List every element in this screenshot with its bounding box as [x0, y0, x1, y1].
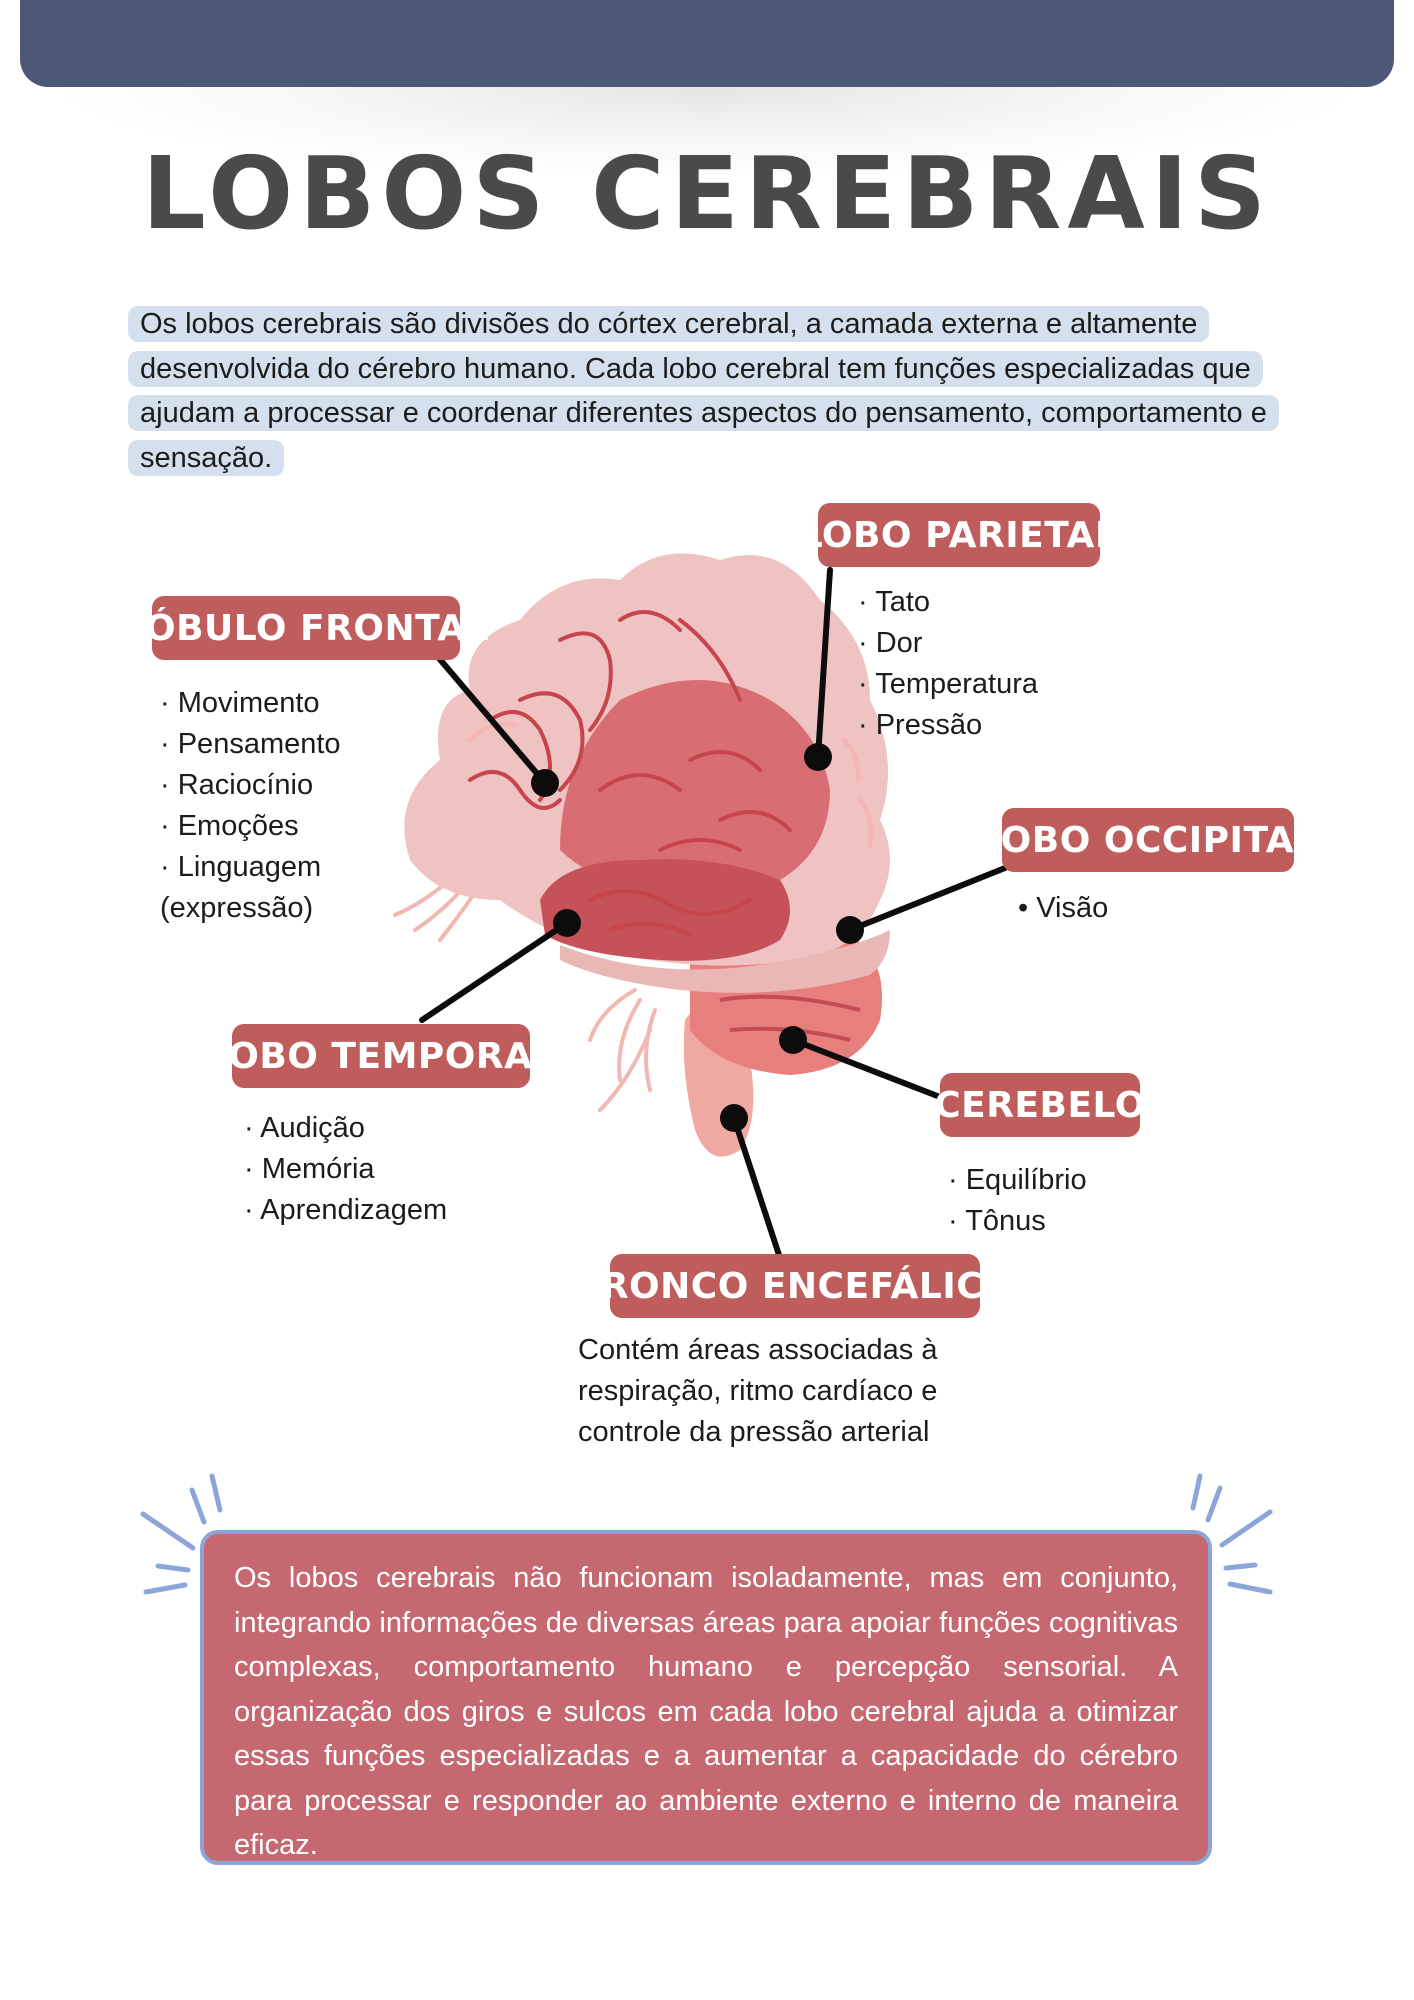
temporal-functions-list: Audição Memória Aprendizagem: [244, 1108, 504, 1231]
cerebelo-functions-list: Equilíbrio Tônus: [948, 1160, 1168, 1242]
tronco-marker: [720, 1104, 748, 1132]
cerebelo-marker: [779, 1026, 807, 1054]
list-item: Tato: [858, 582, 1118, 623]
list-item: Visão: [1018, 888, 1238, 929]
frontal-functions-list: Movimento Pensamento Raciocínio Emoções …: [160, 683, 390, 929]
tronco-description: Contém áreas associadas à respiração, ri…: [578, 1334, 938, 1448]
list-item: Linguagem (expressão): [160, 847, 390, 929]
list-item: Aprendizagem: [244, 1190, 504, 1231]
brain-illustration: [393, 553, 1008, 1261]
list-item: Pensamento: [160, 724, 390, 765]
list-item: Movimento: [160, 683, 390, 724]
list-item: Emoções: [160, 806, 390, 847]
list-item: Memória: [244, 1149, 504, 1190]
list-item: Raciocínio: [160, 765, 390, 806]
frontal-marker: [531, 769, 559, 797]
parietal-functions-list: Tato Dor Temperatura Pressão: [858, 582, 1118, 746]
label-lobo-parietal: LOBO PARIETAL: [800, 503, 1118, 567]
occipital-functions-list: Visão: [1018, 888, 1238, 929]
list-item: Equilíbrio: [948, 1160, 1168, 1201]
summary-text: Os lobos cerebrais não funcionam isolada…: [234, 1562, 1178, 1861]
label-lobo-temporal: LOBO TEMPORAL: [206, 1024, 555, 1088]
label-lobulo-frontal: LÓBULO FRONTAL: [123, 596, 489, 660]
list-item: Dor: [858, 623, 1118, 664]
list-item: Audição: [244, 1108, 504, 1149]
list-item: Tônus: [948, 1201, 1168, 1242]
temporal-shape: [540, 859, 790, 961]
summary-box: Os lobos cerebrais não funcionam isolada…: [200, 1530, 1212, 1865]
parietal-marker: [804, 743, 832, 771]
label-tronco-encefalico: TRONCO ENCEFÁLICO: [576, 1254, 1014, 1318]
occipital-marker: [836, 916, 864, 944]
label-cerebelo: CEREBELO: [934, 1073, 1145, 1137]
intro-paragraph: Os lobos cerebrais são divisões do córte…: [128, 302, 1286, 480]
page-title: LOBOS CEREBRAIS: [141, 135, 1273, 252]
list-item: Temperatura: [858, 664, 1118, 705]
label-lobo-occipital: LOBO OCCIPITAL: [979, 808, 1317, 872]
list-item: Pressão: [858, 705, 1118, 746]
header-bar: [20, 0, 1394, 87]
temporal-marker: [553, 909, 581, 937]
spark-decoration-icon: [140, 1473, 1273, 1595]
header-shadow: [60, 87, 1354, 177]
